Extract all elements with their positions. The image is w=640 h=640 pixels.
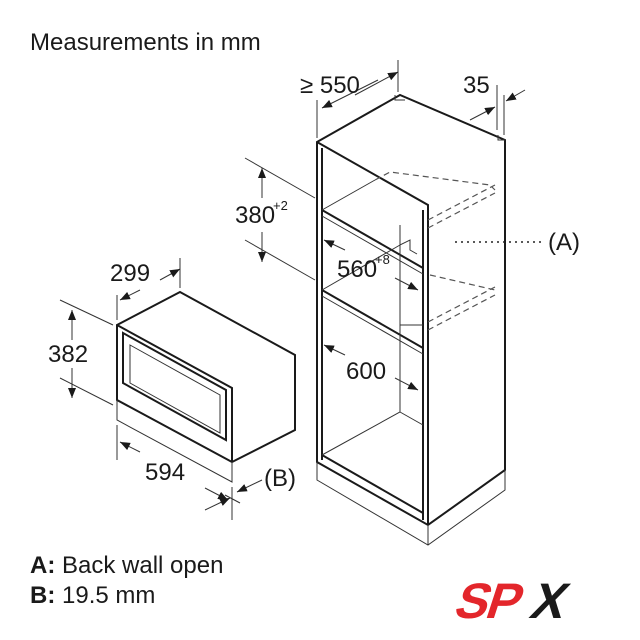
appliance-depth-label: 299 bbox=[110, 260, 150, 287]
svg-text:X: X bbox=[525, 573, 576, 629]
diagram-title: Measurements in mm bbox=[30, 29, 261, 56]
cabinet-depth-label: ≥ 550 bbox=[300, 72, 360, 99]
niche-height-tolerance: +2 bbox=[273, 198, 288, 213]
legend-text: Back wall open bbox=[62, 552, 224, 579]
cabinet-dimensions bbox=[244, 60, 526, 391]
legend-key: B: bbox=[30, 582, 56, 609]
back-gap-label: 35 bbox=[463, 72, 490, 99]
microwave-appliance bbox=[116, 290, 296, 483]
cabinet-inner-width-label: 600 bbox=[346, 358, 386, 385]
marker-a-label: (A) bbox=[548, 229, 580, 256]
spx-logo: SP X bbox=[449, 573, 576, 629]
tall-cabinet bbox=[316, 93, 545, 546]
marker-b-label: (B) bbox=[264, 465, 296, 492]
appliance-width-label: 594 bbox=[145, 459, 185, 486]
legend-item-a: A: Back wall open bbox=[30, 552, 223, 580]
legend-text: 19.5 mm bbox=[62, 582, 156, 609]
svg-text:SP: SP bbox=[449, 573, 531, 629]
legend-key: A: bbox=[30, 552, 56, 579]
microwave-dimensions bbox=[59, 258, 263, 520]
niche-width-label: 560 bbox=[337, 256, 377, 283]
niche-height-label: 380 bbox=[235, 202, 275, 229]
niche-width-tolerance: +8 bbox=[375, 252, 390, 267]
legend-item-b: B: 19.5 mm bbox=[30, 582, 155, 610]
appliance-height-label: 382 bbox=[48, 341, 88, 368]
